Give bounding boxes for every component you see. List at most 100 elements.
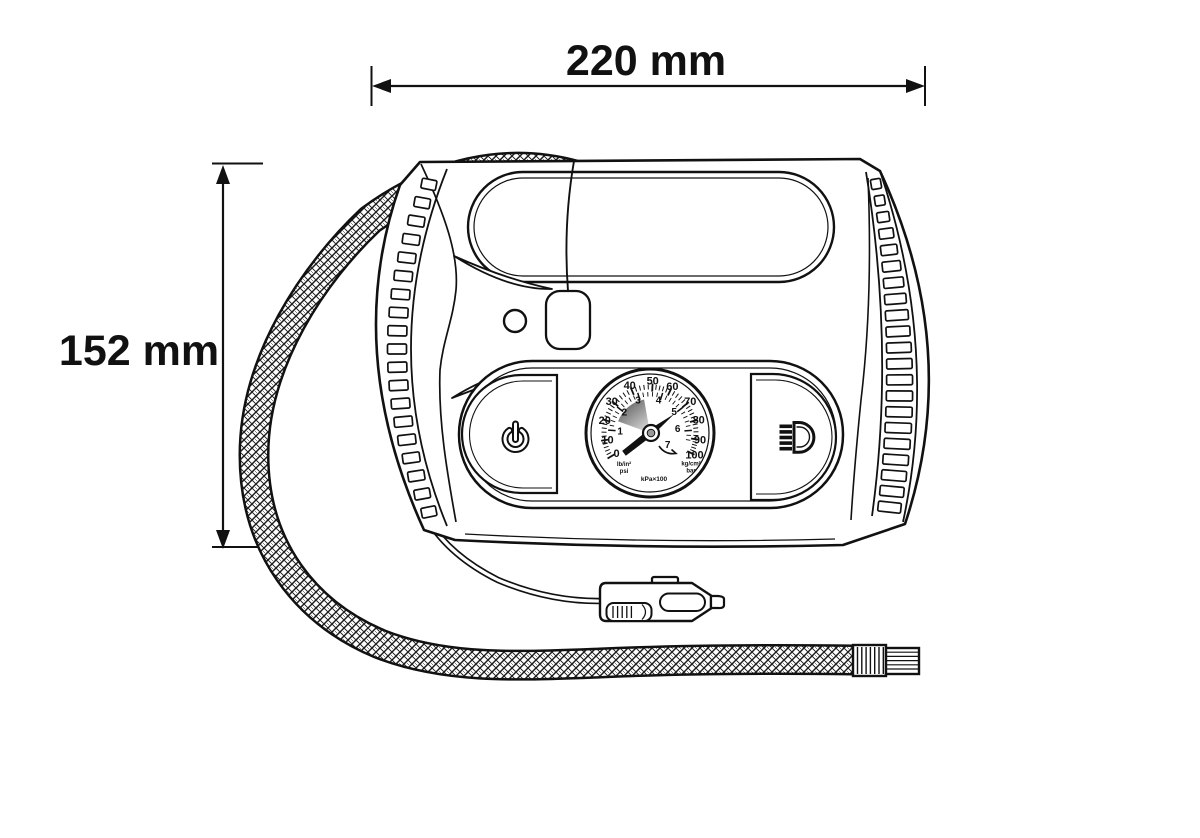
grip-slot — [881, 453, 910, 467]
gauge-psi-label: 20 — [599, 415, 611, 427]
headlight-bar — [779, 435, 792, 440]
gauge-tick — [691, 443, 697, 447]
plug-grip-arc — [641, 604, 647, 620]
gauge-unit-bar-line2: bar — [686, 469, 696, 475]
gauge-tick — [671, 391, 676, 396]
gauge-psi-label: 60 — [666, 381, 678, 393]
gauge-tick — [689, 418, 698, 423]
latch-tab — [544, 289, 592, 351]
gauge-tick — [601, 427, 607, 429]
gauge-psi-label: 70 — [684, 396, 696, 408]
power-button[interactable] — [460, 373, 559, 495]
grip-slot — [401, 232, 421, 247]
gauge-tick — [602, 423, 608, 426]
headlight-bar — [779, 430, 792, 434]
round-button[interactable] — [502, 308, 528, 334]
gauge-tick — [665, 387, 668, 393]
grip-slot — [393, 269, 414, 283]
body-bottom-inner-line — [464, 533, 836, 542]
gauge-tick — [693, 427, 699, 429]
gauge-bar-label: 2 — [622, 408, 628, 419]
nozzle-collar-ribs — [856, 647, 884, 674]
grip-slot — [885, 341, 913, 354]
gauge-tick — [603, 445, 609, 449]
grip-slot — [390, 397, 411, 410]
gauge-unit-bar-line1: kg/cm² — [681, 461, 700, 468]
grip-slot — [880, 468, 908, 483]
gauge-tick — [634, 386, 638, 392]
gauge-tick — [615, 398, 620, 403]
gauge-tick — [685, 439, 691, 441]
height-dimension: 152 mm — [59, 162, 263, 549]
gauge-hub-center — [646, 428, 656, 438]
gauge-tick — [664, 395, 668, 400]
gauge-tick — [667, 387, 673, 396]
gauge-tick — [643, 384, 645, 390]
gauge-psi-label: 80 — [693, 414, 705, 426]
gauge-tick — [614, 411, 620, 415]
gauge-tick — [681, 399, 686, 404]
gauge-bar-label: 4 — [656, 396, 662, 407]
gauge-tick — [610, 420, 616, 423]
gauge-tick — [668, 397, 672, 403]
height-dimension-label: 152 mm — [59, 327, 219, 375]
headlight-bar — [779, 424, 792, 429]
gauge-tick — [691, 437, 700, 441]
left-grip — [386, 168, 448, 527]
gauge-tick — [690, 415, 696, 419]
grip-slot — [885, 325, 911, 338]
grip-slot — [869, 177, 883, 191]
right-grip-outer-edge — [879, 170, 918, 523]
gauge-tick — [609, 424, 615, 427]
width-arrow-left — [372, 79, 391, 93]
gauge-tick — [681, 401, 690, 408]
cord-inner — [426, 519, 604, 603]
grip-slot — [393, 415, 414, 429]
grip-slot — [873, 194, 887, 207]
gauge-tick — [687, 408, 693, 413]
gauge-tick — [611, 400, 619, 408]
grip-slot — [396, 433, 417, 447]
power-cord — [425, 518, 604, 605]
grip-slot — [420, 177, 438, 192]
nozzle-thread-ribs — [887, 651, 918, 670]
headlight-button-pill-inner — [756, 379, 833, 495]
gauge-tick — [675, 393, 679, 399]
gauge-tick — [661, 386, 665, 392]
grip-slot — [885, 389, 914, 402]
gauge-tick — [675, 403, 680, 408]
gauge-tick — [686, 450, 695, 456]
gauge-unit-psi-line2: psi — [620, 469, 629, 475]
gauge-tick — [602, 418, 611, 423]
carry-handle — [466, 170, 836, 284]
grip-slot — [883, 292, 908, 306]
gauge-shaded-zone — [618, 399, 650, 433]
hose-nozzle — [851, 643, 921, 678]
grip-slot — [386, 324, 408, 337]
gauge-tick — [638, 385, 641, 391]
power-button-pill-inner — [468, 380, 552, 489]
headlight-button[interactable] — [749, 372, 838, 502]
gauge-tick — [689, 412, 695, 416]
grip-slot — [879, 243, 899, 257]
gauge-tick — [602, 442, 608, 445]
gauge-tick — [606, 411, 611, 415]
left-grip-slots — [386, 177, 438, 519]
gauge-tick — [612, 415, 618, 419]
headlight-icon — [779, 421, 816, 454]
handle-recess-outer — [466, 170, 836, 284]
gauge-psi-label: 30 — [606, 396, 618, 408]
gauge-tick — [681, 411, 686, 415]
grip-slot — [420, 505, 438, 519]
grip-slot — [882, 276, 905, 290]
grip-slot — [885, 357, 914, 370]
gauge-tick — [642, 392, 645, 398]
gauge-unit-psi-line1: lb/in² — [617, 461, 631, 468]
gauge-psi-label: 0 — [614, 448, 620, 460]
gauge-tick — [616, 406, 624, 413]
grip-slot — [386, 343, 408, 355]
gauge-tick — [685, 405, 691, 410]
latch-crease — [565, 160, 575, 292]
